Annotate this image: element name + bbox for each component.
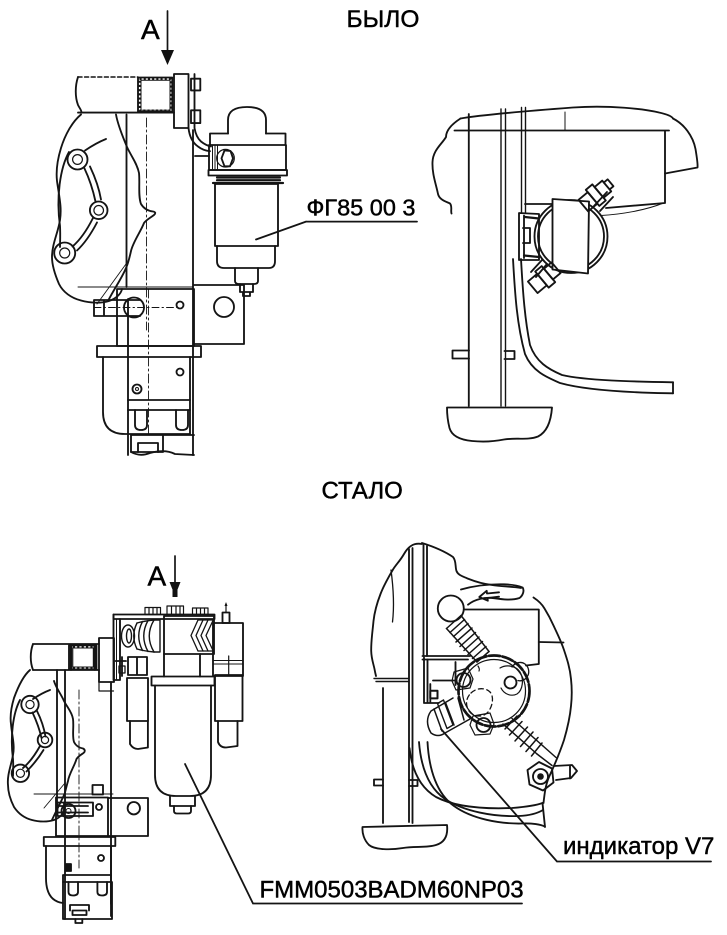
svg-text:А: А: [141, 14, 160, 45]
svg-text:индикатор V7: индикатор V7: [563, 833, 714, 860]
svg-text:FMM0503BADM60NP03: FMM0503BADM60NP03: [260, 877, 524, 904]
svg-text:СТАЛО: СТАЛО: [322, 478, 403, 505]
svg-text:А: А: [148, 561, 167, 592]
svg-text:ФГ85 00 3: ФГ85 00 3: [307, 194, 416, 220]
svg-text:БЫЛО: БЫЛО: [347, 6, 420, 33]
